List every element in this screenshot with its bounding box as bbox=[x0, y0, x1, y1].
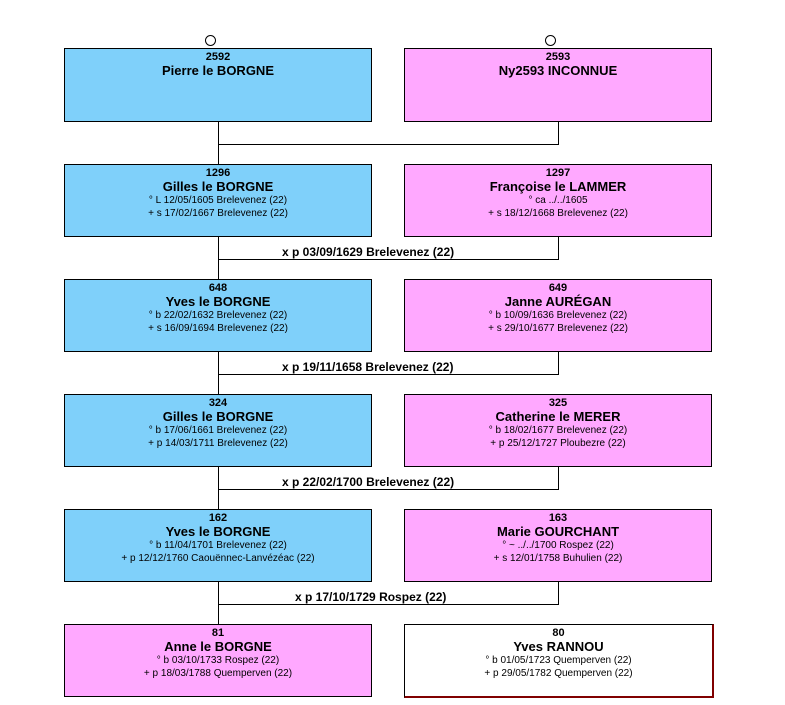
sosa-number: 1296 bbox=[205, 167, 231, 179]
birth-event: ° b 22/02/1632 Brelevenez (22) bbox=[148, 310, 288, 321]
death-event: + p 18/03/1788 Quemperven (22) bbox=[143, 668, 293, 679]
birth-event: ° b 10/09/1636 Brelevenez (22) bbox=[488, 310, 628, 321]
sosa-number: 163 bbox=[548, 512, 568, 524]
person-name: Catherine le MERER bbox=[495, 409, 621, 424]
person-box-2593[interactable]: 2593 Ny2593 INCONNUE bbox=[404, 48, 712, 122]
person-name: Anne le BORGNE bbox=[164, 639, 272, 654]
connector bbox=[218, 604, 559, 605]
connector bbox=[218, 237, 219, 279]
person-name: Janne AURÉGAN bbox=[504, 294, 612, 309]
connector bbox=[218, 582, 219, 624]
connector bbox=[218, 374, 559, 375]
person-box-80[interactable]: 80 Yves RANNOU ° b 01/05/1723 Quemperven… bbox=[404, 624, 714, 698]
sosa-number: 80 bbox=[552, 627, 565, 639]
connector bbox=[558, 237, 559, 259]
death-event: + s 18/12/1668 Brelevenez (22) bbox=[488, 208, 628, 219]
death-event: + p 12/12/1760 Caouënnec-Lanvézéac (22) bbox=[121, 553, 315, 564]
marriage-label-3: x p 22/02/1700 Brelevenez (22) bbox=[282, 475, 455, 489]
birth-event: ° ~ ../../1700 Rospez (22) bbox=[502, 540, 614, 551]
connector bbox=[218, 144, 219, 164]
marriage-label-2: x p 19/11/1658 Brelevenez (22) bbox=[282, 360, 454, 374]
sosa-number: 1297 bbox=[545, 167, 571, 179]
connector bbox=[558, 352, 559, 374]
sosa-number: 325 bbox=[548, 397, 568, 409]
person-name: Françoise le LAMMER bbox=[489, 179, 627, 194]
birth-event: ° L 12/05/1605 Brelevenez (22) bbox=[148, 195, 288, 206]
person-name: Yves le BORGNE bbox=[165, 524, 271, 539]
person-name: Pierre le BORGNE bbox=[162, 63, 274, 78]
connector bbox=[558, 582, 559, 604]
death-event: + p 25/12/1727 Ploubezre (22) bbox=[490, 438, 626, 449]
connector bbox=[558, 122, 559, 144]
person-name: Yves RANNOU bbox=[513, 639, 604, 654]
person-box-325[interactable]: 325 Catherine le MERER ° b 18/02/1677 Br… bbox=[404, 394, 712, 467]
connector bbox=[558, 467, 559, 489]
connector bbox=[218, 467, 219, 509]
person-box-648[interactable]: 648 Yves le BORGNE ° b 22/02/1632 Brelev… bbox=[64, 279, 372, 352]
connector bbox=[218, 122, 219, 144]
death-event: + s 29/10/1677 Brelevenez (22) bbox=[488, 323, 628, 334]
person-box-2592[interactable]: 2592 Pierre le BORGNE bbox=[64, 48, 372, 122]
person-box-162[interactable]: 162 Yves le BORGNE ° b 11/04/1701 Brelev… bbox=[64, 509, 372, 582]
person-name: Ny2593 INCONNUE bbox=[498, 63, 618, 78]
person-box-163[interactable]: 163 Marie GOURCHANT ° ~ ../../1700 Rospe… bbox=[404, 509, 712, 582]
death-event: + p 14/03/1711 Brelevenez (22) bbox=[148, 438, 288, 449]
birth-event: ° b 11/04/1701 Brelevenez (22) bbox=[149, 540, 287, 551]
birth-event: ° b 18/02/1677 Brelevenez (22) bbox=[488, 425, 628, 436]
sosa-number: 649 bbox=[548, 282, 568, 294]
connector bbox=[218, 259, 559, 260]
person-name: Gilles le BORGNE bbox=[162, 179, 274, 194]
person-name: Yves le BORGNE bbox=[165, 294, 271, 309]
root-circle-left bbox=[205, 35, 216, 46]
death-event: + s 16/09/1694 Brelevenez (22) bbox=[148, 323, 288, 334]
sosa-number: 2592 bbox=[205, 51, 231, 63]
marriage-label-4: x p 17/10/1729 Rospez (22) bbox=[295, 590, 447, 604]
birth-event: ° b 03/10/1733 Rospez (22) bbox=[156, 655, 280, 666]
person-box-324[interactable]: 324 Gilles le BORGNE ° b 17/06/1661 Brel… bbox=[64, 394, 372, 467]
connector bbox=[218, 144, 559, 145]
birth-event: ° b 17/06/1661 Brelevenez (22) bbox=[148, 425, 288, 436]
person-box-1297[interactable]: 1297 Françoise le LAMMER ° ca ../../1605… bbox=[404, 164, 712, 237]
root-circle-right bbox=[545, 35, 556, 46]
death-event: + p 29/05/1782 Quemperven (22) bbox=[484, 668, 633, 679]
death-event: + s 17/02/1667 Brelevenez (22) bbox=[148, 208, 288, 219]
birth-event: ° b 01/05/1723 Quemperven (22) bbox=[485, 655, 632, 666]
death-event: + s 12/01/1758 Buhulien (22) bbox=[493, 553, 623, 564]
person-box-81[interactable]: 81 Anne le BORGNE ° b 03/10/1733 Rospez … bbox=[64, 624, 372, 697]
sosa-number: 81 bbox=[211, 627, 225, 639]
sosa-number: 324 bbox=[208, 397, 228, 409]
sosa-number: 648 bbox=[208, 282, 228, 294]
marriage-label-1: x p 03/09/1629 Brelevenez (22) bbox=[282, 245, 455, 259]
birth-event: ° ca ../../1605 bbox=[528, 195, 588, 206]
person-name: Marie GOURCHANT bbox=[496, 524, 620, 539]
person-name: Gilles le BORGNE bbox=[162, 409, 274, 424]
person-box-1296[interactable]: 1296 Gilles le BORGNE ° L 12/05/1605 Bre… bbox=[64, 164, 372, 237]
sosa-number: 2593 bbox=[545, 51, 571, 63]
connector bbox=[218, 352, 219, 394]
sosa-number: 162 bbox=[208, 512, 228, 524]
person-box-649[interactable]: 649 Janne AURÉGAN ° b 10/09/1636 Breleve… bbox=[404, 279, 712, 352]
connector bbox=[218, 489, 559, 490]
